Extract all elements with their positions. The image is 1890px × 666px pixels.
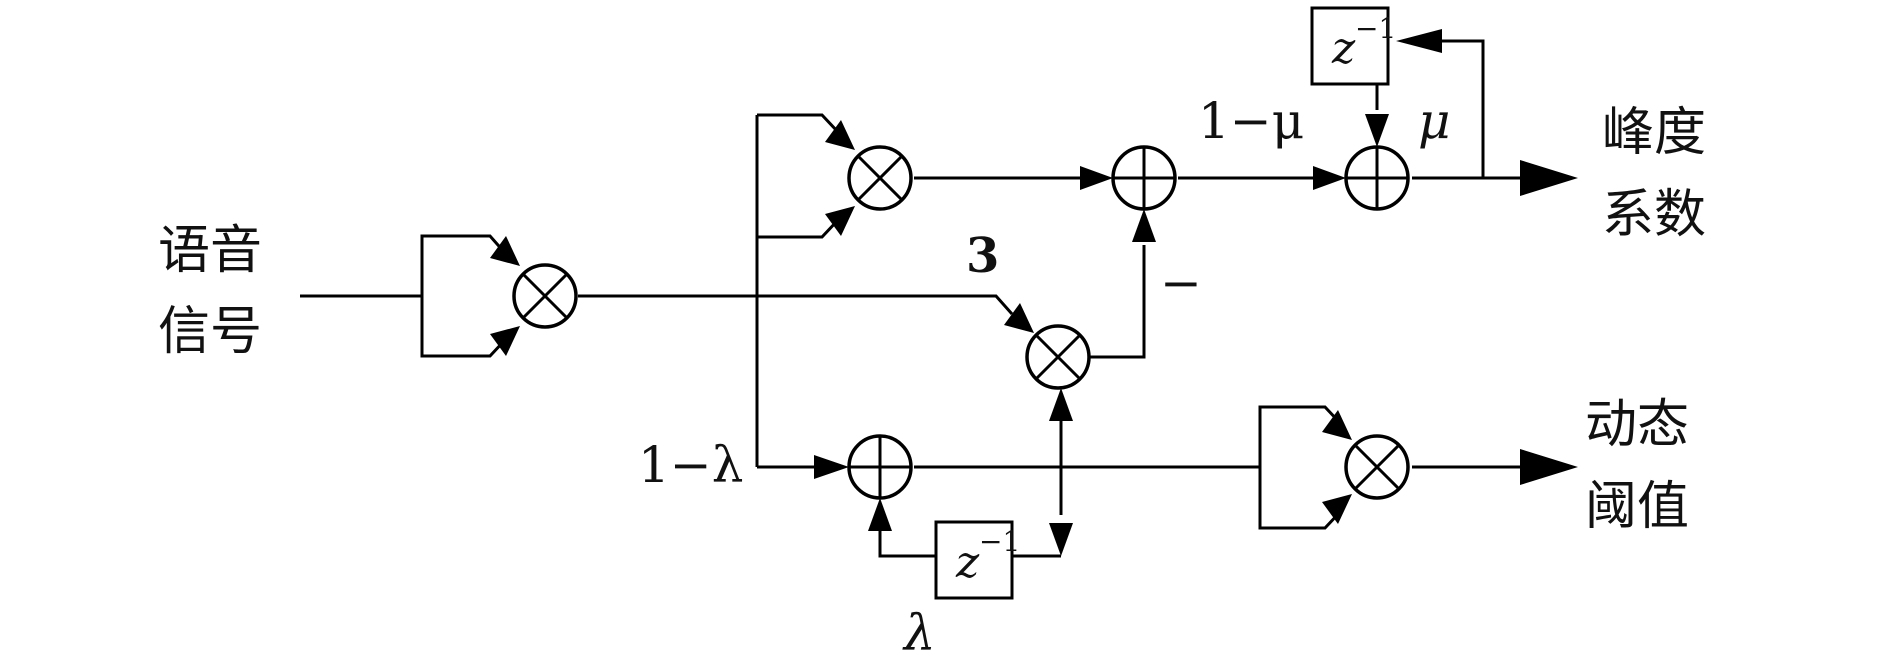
arrowhead (1080, 166, 1113, 190)
wire-top-feedback (1442, 39, 1485, 178)
arrowhead (1520, 449, 1578, 485)
minus-sign-label: − (1160, 254, 1202, 312)
arrowhead (1049, 523, 1073, 556)
fourth-power-multiplier (847, 145, 913, 211)
arrowhead (814, 455, 849, 479)
lambda-label: λ (902, 604, 936, 662)
arrowhead (1049, 388, 1073, 421)
gain-three-label: 3 (966, 228, 999, 284)
arrowhead (1322, 410, 1352, 440)
wire-thr-bottom (1258, 467, 1343, 530)
kurtosis-smoothing-adder (1344, 145, 1410, 211)
subtract-adder (1111, 145, 1177, 211)
arrowhead (1004, 303, 1034, 333)
top-delay-symbol: z (1331, 23, 1356, 74)
arrowhead (868, 498, 892, 531)
wire-delay-left (878, 525, 936, 558)
speech-signal-label-2: 信号 (158, 302, 262, 362)
speech-signal-label-1: 语音 (158, 221, 262, 281)
one-minus-lambda-label: 1−λ (638, 436, 743, 494)
scale-three-multiplier (1025, 324, 1091, 390)
wire-mid-mult-out (1090, 245, 1146, 359)
top-delay-block: z −1 (1310, 6, 1396, 86)
crest-factor-label-2: 系数 (1602, 185, 1706, 245)
arrowhead (825, 206, 855, 236)
arrowhead (1132, 209, 1156, 242)
one-minus-mu-label: 1−μ (1198, 92, 1304, 150)
mu-label: μ (1418, 92, 1451, 150)
arrowhead (1396, 29, 1442, 53)
bottom-delay-symbol: z (955, 537, 980, 588)
bottom-delay-block: z −1 (934, 520, 1020, 600)
wire-x4-top (757, 113, 840, 134)
wire-square-bottom (420, 296, 507, 358)
wire-square-top (420, 234, 507, 296)
threshold-multiplier (1344, 434, 1410, 500)
wire-thr-top (1258, 405, 1343, 467)
wire-x4-bottom (757, 218, 840, 239)
arrowhead (1322, 494, 1352, 524)
square-multiplier (512, 263, 578, 329)
arrowhead (490, 236, 520, 266)
crest-factor-label-1: 峰度 (1602, 103, 1706, 163)
arrowhead (1365, 114, 1389, 147)
dynamic-threshold-label-2: 阈值 (1585, 477, 1689, 537)
arrowhead (490, 326, 520, 356)
wire-x2-main (578, 294, 1014, 315)
dynamic-threshold-label-1: 动态 (1585, 395, 1689, 455)
arrowhead (825, 120, 855, 150)
arrowhead (1313, 166, 1346, 190)
arrowhead (1520, 160, 1578, 196)
bottom-delay-exponent: −1 (979, 525, 1020, 558)
top-delay-exponent: −1 (1355, 12, 1396, 45)
energy-smoothing-adder (847, 434, 913, 500)
